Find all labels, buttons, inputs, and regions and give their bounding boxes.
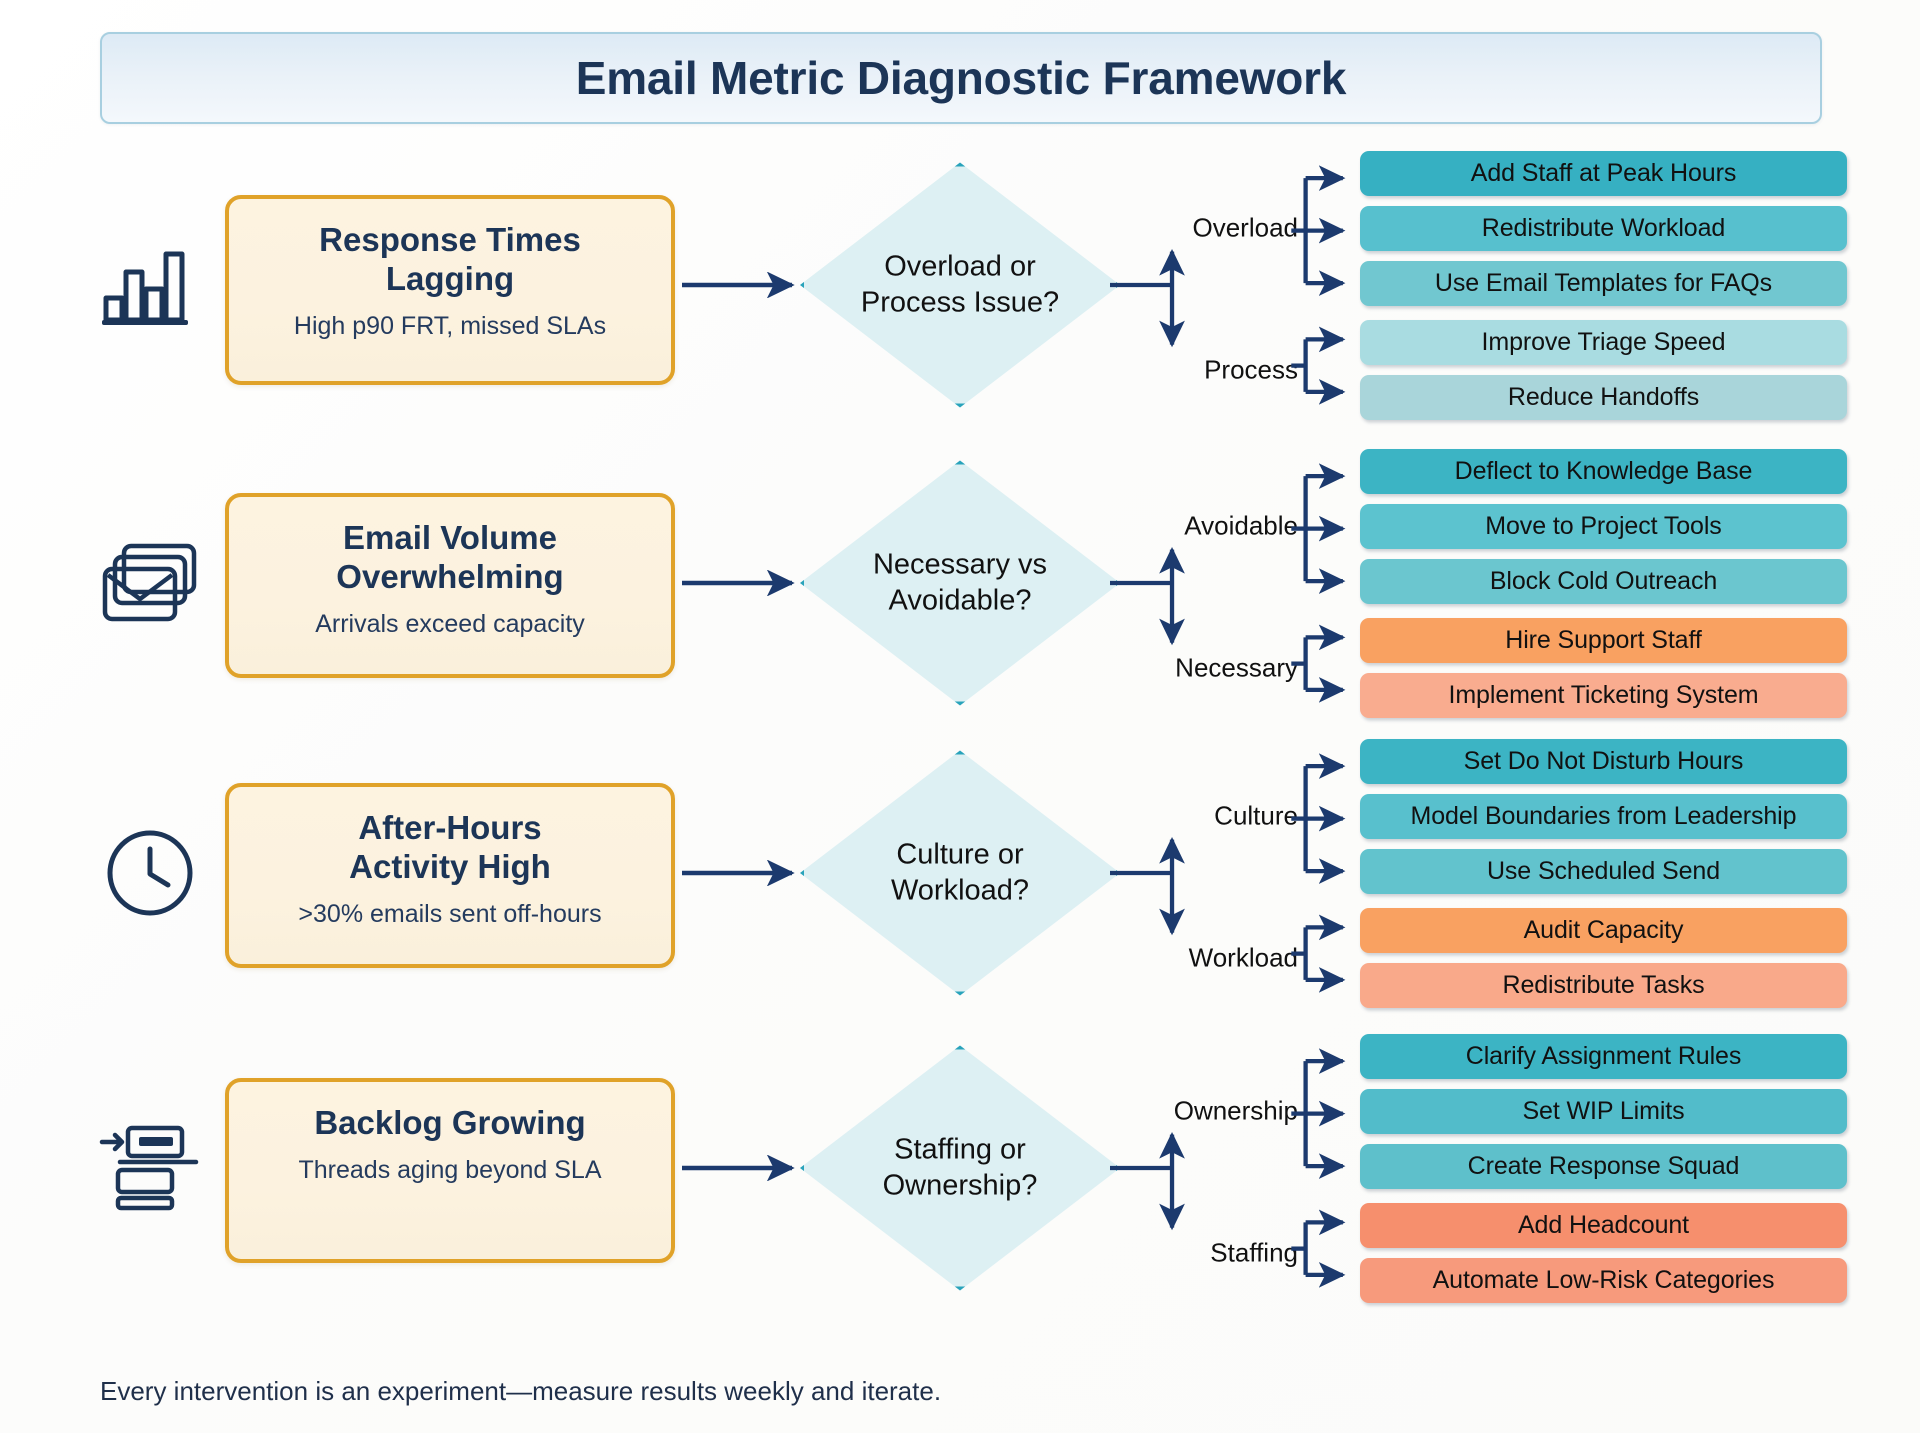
- branch-connectors: [1110, 1048, 1346, 1288]
- problem-card[interactable]: After-Hours Activity High >30% emails sen…: [225, 783, 675, 968]
- arrow-card-to-decision: [682, 272, 795, 298]
- action-pill[interactable]: Redistribute Tasks: [1360, 962, 1847, 1008]
- branch-label: Ownership: [1173, 1095, 1298, 1126]
- page-title: Email Metric Diagnostic Framework: [575, 52, 1347, 104]
- action-pill[interactable]: Add Staff at Peak Hours: [1360, 150, 1847, 196]
- decision-label: Overload or Process Issue?: [860, 250, 1060, 318]
- action-pill[interactable]: Automate Low-Risk Categories: [1360, 1257, 1847, 1303]
- decision-diamond[interactable]: Overload or Process Issue?: [800, 162, 1120, 408]
- diagnostic-row: After-Hours Activity High >30% emails sen…: [0, 738, 1920, 1008]
- branch-connectors: [1110, 463, 1346, 703]
- problem-subtitle: Arrivals exceed capacity: [315, 609, 585, 638]
- action-pill[interactable]: Hire Support Staff: [1360, 617, 1847, 663]
- action-pill[interactable]: Set Do Not Disturb Hours: [1360, 738, 1847, 784]
- decision-diamond[interactable]: Necessary vs Avoidable?: [800, 460, 1120, 706]
- problem-title: Backlog Growing: [314, 1104, 586, 1141]
- action-pill[interactable]: Model Boundaries from Leadership: [1360, 793, 1847, 839]
- problem-subtitle: High p90 FRT, missed SLAs: [293, 311, 607, 340]
- title-banner: Email Metric Diagnostic Framework: [100, 32, 1822, 124]
- action-pill[interactable]: Use Scheduled Send: [1360, 848, 1847, 894]
- decision-label: Necessary vs Avoidable?: [872, 548, 1048, 616]
- action-pill[interactable]: Audit Capacity: [1360, 907, 1847, 953]
- action-pill[interactable]: Clarify Assignment Rules: [1360, 1033, 1847, 1079]
- action-pill[interactable]: Redistribute Workload: [1360, 205, 1847, 251]
- action-pill[interactable]: Deflect to Knowledge Base: [1360, 448, 1847, 494]
- action-pill[interactable]: Implement Ticketing System: [1360, 672, 1847, 718]
- problem-title: Response Times Lagging: [319, 221, 581, 297]
- action-pill[interactable]: Move to Project Tools: [1360, 503, 1847, 549]
- branch-label: Culture: [1214, 800, 1298, 831]
- problem-subtitle: Threads aging beyond SLA: [298, 1155, 602, 1184]
- branch-label: Avoidable: [1184, 510, 1298, 541]
- branch-label: Process: [1204, 354, 1298, 384]
- problem-title: Email Volume Overwhelming: [336, 519, 564, 595]
- decision-diamond[interactable]: Culture or Workload?: [800, 750, 1120, 996]
- arrow-card-to-decision: [682, 1155, 795, 1181]
- action-pill[interactable]: Improve Triage Speed: [1360, 319, 1847, 365]
- problem-title: After-Hours Activity High: [349, 809, 551, 885]
- decision-label: Culture or Workload?: [890, 838, 1030, 906]
- action-pill[interactable]: Reduce Handoffs: [1360, 374, 1847, 420]
- email-stack-icon: [95, 533, 205, 633]
- backlog-icon: [95, 1118, 205, 1218]
- arrow-card-to-decision: [682, 860, 795, 886]
- bar-chart-icon: [95, 235, 205, 335]
- branch-connectors: [1110, 753, 1346, 993]
- clock-icon: [95, 823, 205, 923]
- branch-label: Staffing: [1210, 1237, 1298, 1267]
- problem-subtitle: >30% emails sent off-hours: [298, 899, 602, 928]
- decision-diamond[interactable]: Staffing or Ownership?: [800, 1045, 1120, 1291]
- branch-connectors: [1110, 165, 1346, 405]
- action-pill[interactable]: Use Email Templates for FAQs: [1360, 260, 1847, 306]
- action-pill[interactable]: Set WIP Limits: [1360, 1088, 1847, 1134]
- arrow-card-to-decision: [682, 570, 795, 596]
- action-pill[interactable]: Block Cold Outreach: [1360, 558, 1847, 604]
- branch-label: Overload: [1192, 212, 1299, 243]
- action-pill[interactable]: Create Response Squad: [1360, 1143, 1847, 1189]
- footer-note: Every intervention is an experiment—meas…: [100, 1376, 942, 1406]
- action-pill[interactable]: Add Headcount: [1360, 1202, 1847, 1248]
- branch-label: Workload: [1188, 942, 1298, 972]
- branch-label: Necessary: [1175, 652, 1298, 682]
- decision-label: Staffing or Ownership?: [882, 1133, 1038, 1201]
